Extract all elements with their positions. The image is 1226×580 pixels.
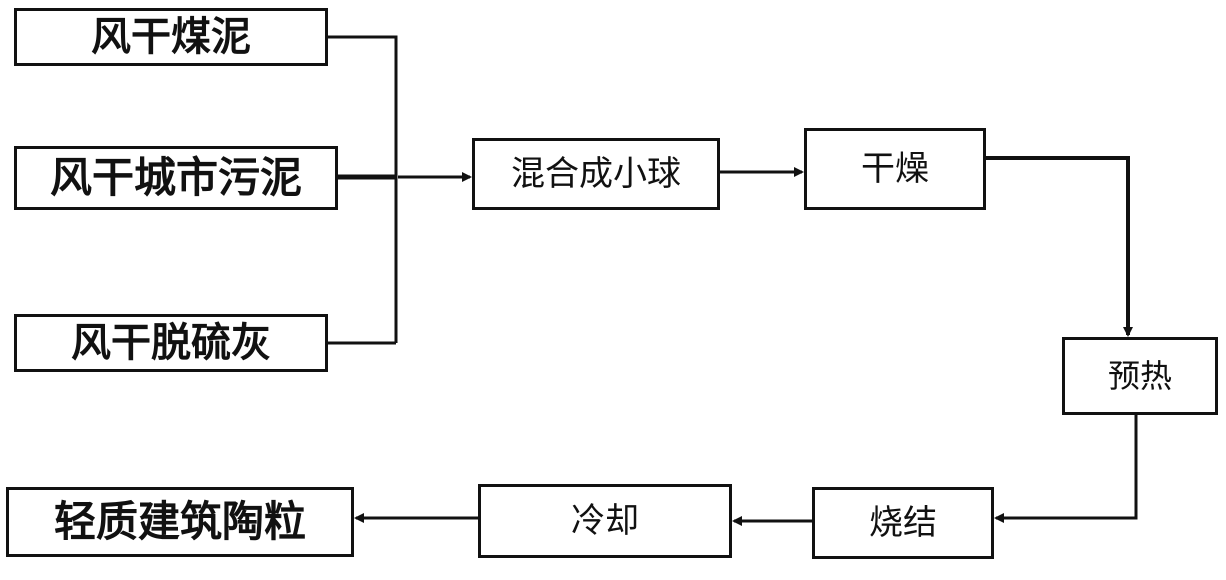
node-coal-sludge: 风干煤泥 bbox=[14, 8, 328, 66]
node-product-label: 轻质建筑陶粒 bbox=[53, 497, 306, 546]
node-mix-balls-label: 混合成小球 bbox=[511, 154, 681, 194]
node-city-sludge-label: 风干城市污泥 bbox=[49, 153, 302, 202]
arrow-to-sintering bbox=[994, 415, 1138, 523]
node-mix-balls: 混合成小球 bbox=[472, 138, 720, 210]
connector-coal-sludge bbox=[328, 35, 398, 343]
node-sintering: 烧结 bbox=[812, 487, 994, 559]
node-sintering-label: 烧结 bbox=[869, 503, 937, 543]
node-product: 轻质建筑陶粒 bbox=[6, 487, 354, 557]
node-city-sludge: 风干城市污泥 bbox=[14, 146, 338, 210]
arrow-to-preheating bbox=[986, 156, 1133, 337]
node-desulfurization-ash-label: 风干脱硫灰 bbox=[71, 320, 271, 366]
node-coal-sludge-label: 风干煤泥 bbox=[91, 14, 251, 60]
node-preheating: 预热 bbox=[1062, 337, 1218, 415]
node-cooling-label: 冷却 bbox=[571, 501, 639, 541]
node-preheating-label: 预热 bbox=[1107, 357, 1172, 395]
node-desulfurization-ash: 风干脱硫灰 bbox=[14, 314, 328, 372]
node-drying-label: 干燥 bbox=[861, 149, 929, 189]
node-drying: 干燥 bbox=[804, 128, 986, 210]
node-cooling: 冷却 bbox=[478, 484, 732, 558]
